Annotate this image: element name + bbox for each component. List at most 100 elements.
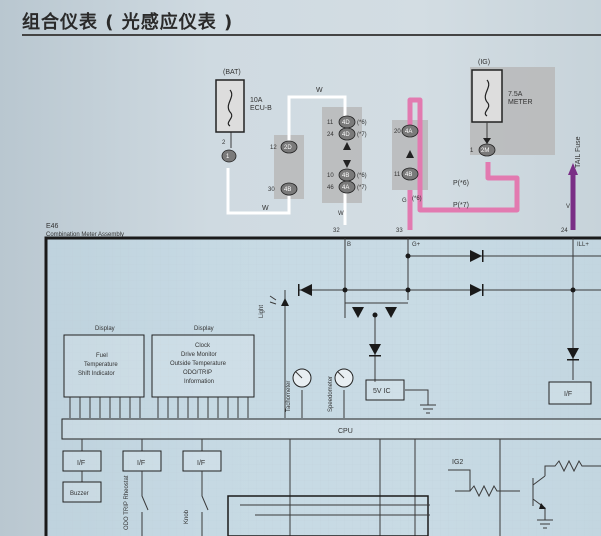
g2-code-a: 4D xyxy=(342,120,350,126)
g2-pin-11: 11 xyxy=(327,120,334,126)
display1-bus-lines xyxy=(69,397,141,418)
display2-line-1: Clock xyxy=(195,343,211,349)
ig-conn-code: 2M xyxy=(481,148,489,154)
junction-tail xyxy=(570,287,576,293)
cpu-label: CPU xyxy=(338,428,353,435)
diode-3-bar xyxy=(298,284,300,296)
bat-conn-pin xyxy=(221,149,237,163)
if1-label: I/F xyxy=(77,460,85,467)
assembly-name: Combination Meter Assembly xyxy=(46,232,124,238)
g1-code-b: 4B xyxy=(284,187,291,193)
diode-4-icon xyxy=(352,307,364,318)
ig-fuse-box xyxy=(471,69,503,123)
ig2-wire xyxy=(448,469,471,492)
g2-note-b: (*7) xyxy=(357,132,367,138)
g2-note-c: (*6) xyxy=(357,173,367,179)
g2-code-d: 4A xyxy=(342,185,349,191)
diode-2-bar xyxy=(482,284,484,296)
bat-source-label: (BAT) xyxy=(223,69,241,76)
wire-white-top xyxy=(287,95,347,144)
light-rays-icon xyxy=(269,295,277,305)
ig2-label: IG2 xyxy=(452,459,463,466)
tachometer-needle-icon xyxy=(295,371,303,379)
side-label-g: G xyxy=(402,198,407,204)
resistor-2-icon xyxy=(544,459,601,476)
pin-g-label: G+ xyxy=(412,242,421,248)
ig-fuse-name: METER xyxy=(508,99,533,106)
pin-b-label: B xyxy=(347,242,351,248)
page-title: 组合仪表 ( 光感应仪表 ) xyxy=(22,12,234,33)
bat-fuse-rating: 10A xyxy=(250,97,263,104)
g2-conn-b xyxy=(338,127,356,141)
if2-label: I/F xyxy=(137,460,145,467)
ig-fuse-rating: 7.5A xyxy=(508,91,523,98)
g2-pin-46: 46 xyxy=(327,185,334,191)
cpu-box xyxy=(61,418,601,440)
assembly-code: E46 xyxy=(46,223,59,230)
g2-note-d: (*7) xyxy=(357,185,367,191)
g2-code-b: 4D xyxy=(342,132,350,138)
diode-1-icon xyxy=(470,250,482,262)
g1-pin-12: 12 xyxy=(270,145,277,151)
wire-color-w-mid: W xyxy=(338,211,344,217)
display1-line-2: Temperature xyxy=(84,362,118,368)
ground-icon xyxy=(420,404,436,414)
transistor-arrow-icon xyxy=(539,503,546,509)
g3-code-b: 4B xyxy=(405,172,412,178)
g2-arrow-up-icon xyxy=(343,142,351,150)
ig-source-label: (IG) xyxy=(478,59,490,66)
title-rule xyxy=(22,34,601,36)
display1-line-3: Shift Indicator xyxy=(78,371,115,377)
display1-title: Display xyxy=(95,326,115,332)
junction-b xyxy=(342,287,348,293)
tail-fuse-label: TAIL Fuse xyxy=(575,136,582,168)
display2-line-3: Outside Temperature xyxy=(170,361,227,367)
light-label: Light xyxy=(259,305,265,318)
display2-box xyxy=(151,334,255,398)
wire-white-bat xyxy=(226,168,291,215)
g1-pin-30: 30 xyxy=(268,187,275,193)
lower-block xyxy=(227,495,429,536)
ig-fuse-icon xyxy=(484,79,490,117)
buzzer-label: Buzzer xyxy=(70,491,89,497)
wire-color-w-top: W xyxy=(316,87,323,94)
g3-arrow-icon xyxy=(406,150,414,158)
display2-line-2: Drive Monitor xyxy=(181,352,217,358)
speedometer-needle-icon xyxy=(337,371,345,379)
side-code: (*6) xyxy=(412,196,422,202)
diode-6-icon xyxy=(369,344,381,355)
display2-bus-lines xyxy=(157,397,249,418)
bat-fuse-icon xyxy=(227,89,233,127)
ig-arrow-icon xyxy=(483,138,491,144)
cpu-down-lines xyxy=(81,439,501,536)
if3-label: I/F xyxy=(197,460,205,467)
ig-pin: 1 xyxy=(470,148,474,154)
transistor-ground-icon xyxy=(537,519,553,529)
display2-line-5: Information xyxy=(184,379,214,385)
switch-1-icon xyxy=(141,488,149,536)
if-right-label: I/F xyxy=(564,391,572,398)
signal-p6: P(*6) xyxy=(453,180,469,187)
signal-p7: P(*7) xyxy=(453,202,469,209)
bat-fuse-box xyxy=(215,79,245,133)
g3-conn-b xyxy=(401,167,419,181)
bat-fuse-name: ECU-B xyxy=(250,105,272,112)
display1-line-1: Fuel xyxy=(96,353,108,359)
light-led-icon xyxy=(281,298,289,306)
resistor-1-icon xyxy=(469,484,520,498)
g3-code-a: 4A xyxy=(405,129,412,135)
diode-7-icon xyxy=(567,348,579,359)
switch-1-label: ODO TRIP Rheostat xyxy=(124,475,130,530)
display2-line-4: ODO/TRIP xyxy=(183,370,212,376)
bat-pin-a: 2 xyxy=(222,140,226,146)
display2-title: Display xyxy=(194,326,214,332)
g2-note-a: (*6) xyxy=(357,120,367,126)
diode-1-bar xyxy=(482,250,484,262)
junction-g xyxy=(405,253,411,259)
lower-block-lines xyxy=(240,504,430,516)
g3-conn-a xyxy=(401,124,419,138)
diode-7-bar xyxy=(567,359,579,361)
junction-5v xyxy=(372,312,378,318)
